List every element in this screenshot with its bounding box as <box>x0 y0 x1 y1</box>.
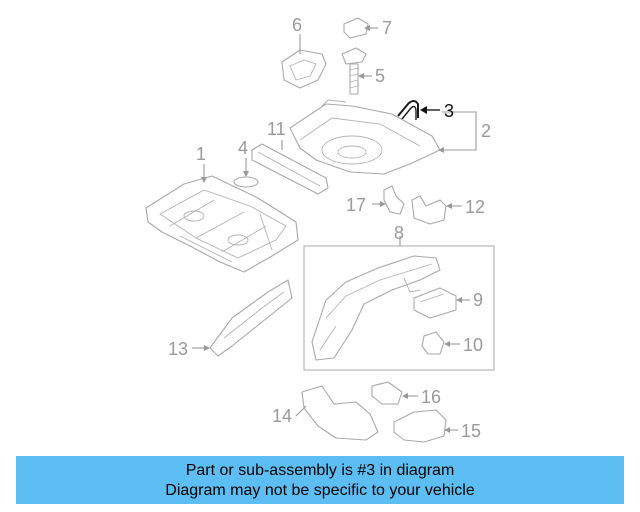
part-17-bracket <box>383 185 405 215</box>
callout-10: 10 <box>463 335 483 355</box>
part-9-reinforcement <box>413 287 457 319</box>
callout-4: 4 <box>238 138 248 158</box>
callout-2: 2 <box>481 121 491 141</box>
arrow-7 <box>364 25 370 31</box>
banner-line-1: Part or sub-assembly is #3 in diagram <box>185 462 455 479</box>
info-banner: Part or sub-assembly is #3 in diagram Di… <box>16 456 624 504</box>
arrow-9 <box>456 297 462 303</box>
leader-2 <box>442 111 477 151</box>
banner-line-2: Diagram may not be specific to your vehi… <box>165 482 475 499</box>
part-11-reinforcement <box>251 143 329 195</box>
part-3-clip <box>397 100 419 120</box>
arrow-2 <box>438 147 444 153</box>
arrow-15 <box>444 427 450 433</box>
part-14-panel <box>301 385 379 441</box>
callout-5: 5 <box>375 66 385 86</box>
arrow-13 <box>204 345 210 351</box>
arrow-12 <box>446 203 452 209</box>
callout-8: 8 <box>394 223 404 243</box>
part-8-rail <box>311 255 441 361</box>
arrow-17 <box>380 201 386 207</box>
callout-17: 17 <box>346 195 366 215</box>
callout-11: 11 <box>267 119 286 139</box>
part-16-bracket <box>371 381 403 405</box>
arrow-5 <box>358 73 364 79</box>
callout-7: 7 <box>382 18 392 38</box>
callout-6: 6 <box>292 15 302 35</box>
part-10-bracket <box>421 331 445 355</box>
callout-12: 12 <box>465 197 485 217</box>
part-5-bolt <box>341 47 367 95</box>
callout-15: 15 <box>461 421 481 441</box>
part-13-extension <box>209 279 293 357</box>
part-8-box <box>303 236 495 371</box>
callout-14: 14 <box>272 406 292 426</box>
callout-1: 1 <box>196 144 206 164</box>
part-7-cap <box>343 17 369 39</box>
parts-diagram: 6 7 5 3 2 11 4 1 17 12 8 9 10 13 16 14 1… <box>145 15 495 443</box>
callout-13: 13 <box>168 339 188 359</box>
leader-14 <box>295 405 307 417</box>
callout-16: 16 <box>421 387 441 407</box>
part-6-bracket <box>281 49 327 89</box>
part-2-trunk-floor <box>289 99 441 175</box>
callout-9: 9 <box>473 290 483 310</box>
arrow-10 <box>444 341 450 347</box>
arrow-4 <box>243 171 249 177</box>
arrow-16 <box>402 393 408 399</box>
callout-3: 3 <box>444 101 454 121</box>
arrow-3 <box>420 106 427 114</box>
part-15-bracket <box>393 409 447 443</box>
arrow-1 <box>201 177 207 183</box>
part-12-bracket <box>411 195 447 225</box>
part-4-grommet <box>233 176 259 188</box>
part-1-floor-pan <box>145 175 299 273</box>
